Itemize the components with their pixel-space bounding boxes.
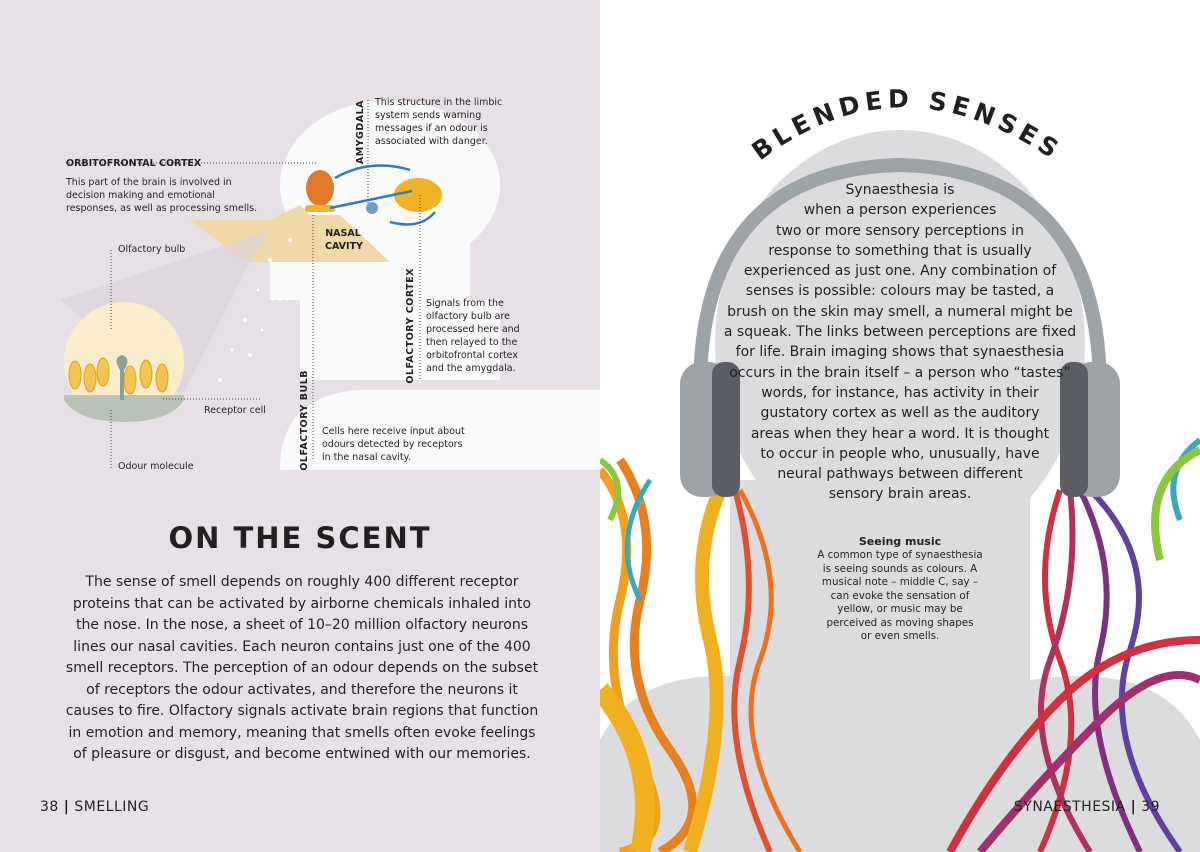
text-line: yellow, or music may be	[837, 603, 963, 615]
text-line: can evoke the sensation of	[830, 589, 970, 602]
text-line: or even smells.	[860, 630, 940, 642]
synaesthesia-illustration: BLENDED SENSES	[600, 84, 1200, 852]
text-line: A common type of synaesthesia	[817, 549, 983, 561]
receptor-cell-label: Receptor cell	[204, 405, 266, 416]
text-line: is seeing sounds as colours. A	[822, 562, 978, 575]
page-number: 38	[40, 799, 59, 815]
amygdala-shape	[366, 202, 378, 214]
text-line: gustatory cortex as well as the auditory	[760, 405, 1040, 422]
page-title: ON THE SCENT	[168, 521, 432, 555]
arrow	[329, 189, 413, 210]
text-line: when a person experiences	[803, 202, 997, 219]
text-line: a squeak. The links between perceptions …	[723, 324, 1077, 341]
leader-lines	[66, 100, 421, 470]
wavy-lines-right	[946, 437, 1200, 852]
text-line: sensory brain areas.	[828, 486, 972, 503]
right-page: BLENDED SENSES Synaesthesia is when a per…	[600, 0, 1200, 852]
olfactory-cortex-description: Signals from the olfactory bulb are proc…	[426, 298, 520, 374]
receptor-circle	[64, 302, 184, 422]
text-line: neural pathways between different	[777, 466, 1023, 483]
amygdala-label: AMYGDALA	[355, 100, 366, 165]
olfactory-bulb-label: OLFACTORY BULB	[299, 370, 310, 471]
seeing-music-heading: Seeing music	[858, 535, 942, 548]
amygdala-description: This structure in the limbic system send…	[375, 97, 503, 147]
text-line: senses is possible: colours may be taste…	[745, 283, 1055, 300]
text-line: two or more sensory perceptions in	[775, 222, 1025, 239]
text-line: to occur in people who, unusually, have	[760, 445, 1040, 462]
cavity-label: CAVITY	[325, 241, 363, 252]
orbitofrontal-label: ORBITOFRONTAL CORTEX	[66, 158, 202, 169]
text-line: experienced as just one. Any combination…	[743, 263, 1057, 280]
section-name: SYNAESTHESIA	[1013, 799, 1126, 815]
body-text: The sense of smell depends on roughly 40…	[65, 574, 539, 762]
page-folio: SYNAESTHESIA | 39	[1013, 799, 1160, 815]
intro-text: Synaesthesia is when a person experiences…	[700, 180, 1100, 505]
orbitofrontal-cortex-shape	[306, 170, 334, 206]
text-line: musical note – middle C, say –	[821, 576, 979, 588]
section-name: SMELLING	[74, 799, 150, 815]
headphones-icon	[680, 157, 1120, 497]
olfactory-bulb-small-label: Olfactory bulb	[118, 244, 186, 255]
text-line: for life. Brain imaging shows that synae…	[735, 344, 1065, 361]
odour-molecule-label: Odour molecule	[118, 461, 194, 472]
page-folio: 38 | SMELLING	[40, 799, 150, 815]
smell-diagram	[60, 100, 600, 470]
text-line: Synaesthesia is	[845, 182, 955, 198]
nasal-cavity-label: NASAL CAVITY	[325, 227, 363, 253]
text-line: brush on the skin may smell, a numeral m…	[727, 303, 1073, 320]
olfactory-cortex-label: OLFACTORY CORTEX	[405, 268, 416, 384]
olfactory-cortex-shape	[394, 178, 442, 212]
nasal-label: NASAL	[325, 228, 361, 239]
left-page: AMYGDALA This structure in the limbic sy…	[0, 0, 600, 852]
olfactory-bulb-description: Cells here receive input about odours de…	[322, 426, 465, 463]
orbitofrontal-description: This part of the brain is involved in de…	[66, 177, 258, 214]
head-silhouette	[270, 100, 600, 470]
text-line: areas when they hear a word. It is thoug…	[750, 425, 1050, 442]
text-line: response to something that is usually	[768, 242, 1032, 259]
text-line: words, for instance, has activity in the…	[761, 384, 1039, 401]
odour-particles	[218, 238, 292, 382]
text-line: occurs in the brain itself – a person wh…	[729, 364, 1071, 381]
page-number: 39	[1141, 799, 1160, 815]
text-line: perceived as moving shapes	[826, 616, 974, 629]
wavy-lines-left	[600, 457, 803, 852]
